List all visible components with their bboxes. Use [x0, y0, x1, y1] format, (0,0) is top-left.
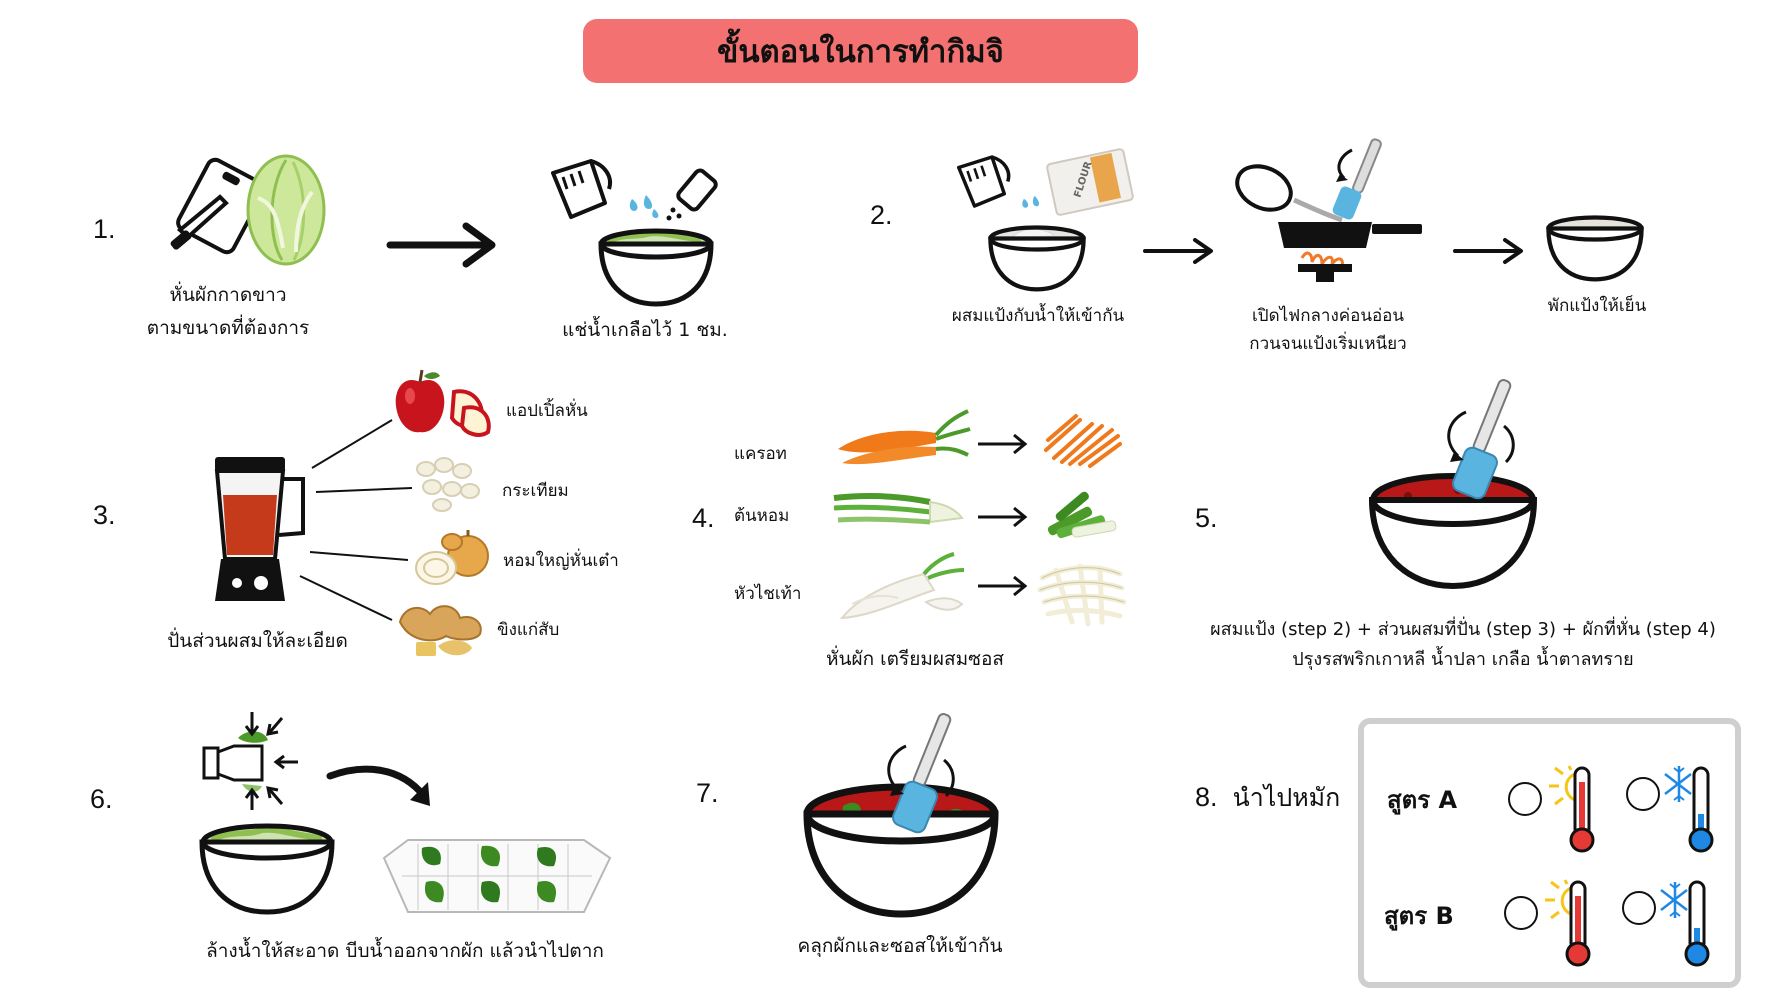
recipe-a-label: สูตร A: [1387, 786, 1458, 814]
salt-shaker-icon: [666, 168, 718, 221]
bowl-icon: [199, 823, 335, 915]
radish-icon: [1037, 563, 1127, 627]
arrow-icon: [978, 575, 1028, 597]
step-8-number: 8.: [1195, 782, 1218, 812]
vegetable-label-carrot: แครอท: [734, 444, 787, 464]
arrow-icon: [386, 222, 496, 268]
vegetable-label-radish: หัวไชเท้า: [734, 584, 802, 604]
step-1-soak-caption: แช่น้ำเกลือไว้ 1 ชม.: [562, 319, 728, 341]
step-5-number: 5.: [1195, 503, 1218, 533]
step-2-mix-caption: ผสมแป้งกับน้ำให้เข้ากัน: [951, 306, 1125, 326]
carrot-icon: [838, 409, 971, 465]
snowflake-icon: [1660, 882, 1688, 918]
arrow-icon: [978, 506, 1028, 528]
radish-icon: [839, 552, 965, 620]
step-2-cool-caption: พักแป้งให้เย็น: [1547, 296, 1647, 316]
spatula-icon: [887, 713, 955, 834]
ginger-icon: [398, 605, 482, 656]
bowl-icon: [988, 225, 1086, 292]
stove-pan-icon: [1235, 138, 1422, 282]
recipe-b-label: สูตร B: [1384, 902, 1454, 930]
water-drops-icon: [629, 195, 659, 218]
step-2-number: 2.: [870, 200, 893, 230]
bowl-icon: [1546, 215, 1644, 282]
step-1-number: 1.: [93, 214, 116, 244]
arrow-icon: [978, 433, 1028, 455]
arrow-icon: [1143, 238, 1213, 264]
title-banner: ขั้นตอนในการทำกิมจิ: [583, 19, 1138, 83]
onion-icon: [415, 530, 489, 585]
step-4-caption: หั่นผัก เตรียมผสมซอส: [825, 648, 1005, 670]
measuring-cup-icon: [551, 159, 612, 219]
sun-icon: [1545, 879, 1572, 920]
page-title: ขั้นตอนในการทำกิมจิ: [717, 34, 1004, 70]
connector-lines: [299, 419, 413, 621]
step-6-caption: ล้างน้ำให้สะอาด บีบน้ำออกจากผัก แล้วนำไป…: [206, 940, 604, 962]
carrot-icon: [1044, 414, 1122, 468]
step-8-heading: 8. นำไปหมัก: [1195, 778, 1340, 818]
garlic-icon: [416, 457, 480, 512]
step-5-caption-line1: ผสมแป้ง (step 2) + ส่วนผสมที่ปั่น (step …: [1210, 619, 1716, 640]
spatula-icon: [1447, 379, 1515, 500]
thermometer-icon: [1688, 766, 1714, 853]
step-2-cook-caption-line1: เปิดไฟกลางค่อนอ่อน: [1251, 306, 1405, 326]
checkbox-circle-icon[interactable]: [1621, 890, 1657, 926]
sun-icon: [1549, 765, 1576, 806]
blender-icon: [214, 457, 305, 601]
checkbox-circle-icon[interactable]: [1625, 776, 1661, 812]
step-3-number: 3.: [93, 500, 116, 530]
drying-rack-icon: [382, 839, 612, 913]
snowflake-icon: [1664, 766, 1692, 802]
bowl-icon: [598, 228, 714, 307]
curved-arrow-icon: [326, 765, 430, 806]
ingredient-label-apple: แอปเปิ้ลหั่น: [506, 401, 588, 421]
water-drops-icon: [1022, 195, 1040, 208]
arrow-icon: [1453, 238, 1523, 264]
step-5-caption-line2: ปรุงรสพริกเกาหลี น้ำปลา เกลือ น้ำตาลทราย: [1292, 649, 1634, 670]
checkbox-circle-icon[interactable]: [1507, 781, 1543, 817]
cabbage-icon: [246, 154, 326, 266]
flour-bag-icon: FLOUR: [1046, 148, 1134, 216]
step-7-number: 7.: [696, 778, 719, 808]
scallion-icon: [1047, 491, 1117, 539]
vegetable-label-scallion: ต้นหอม: [734, 506, 790, 526]
squeeze-hand-icon: [202, 712, 298, 810]
step-1-caption-line2: ตามขนาดที่ต้องการ: [146, 317, 310, 339]
thermometer-icon: [1684, 880, 1710, 967]
fermentation-panel: [1358, 718, 1741, 988]
apple-icon: [395, 369, 491, 437]
ingredient-label-garlic: กระเทียม: [502, 481, 569, 501]
step-7-caption: คลุกผักและซอสให้เข้ากัน: [797, 935, 1003, 957]
bowl-icon: [1368, 473, 1538, 590]
measuring-cup-icon: [957, 155, 1011, 208]
thermometer-icon: [1569, 766, 1595, 853]
ingredient-label-onion: หอมใหญ่หั่นเต๋า: [503, 551, 619, 571]
step-8-caption: นำไปหมัก: [1232, 783, 1341, 812]
step-2-cook-caption-line2: กวนจนแป้งเริ่มเหนียว: [1249, 334, 1407, 354]
step-1-caption-line1: หั่นผักกาดขาว: [169, 284, 287, 306]
checkbox-circle-icon[interactable]: [1503, 895, 1539, 931]
scallion-icon: [833, 492, 964, 525]
ingredient-label-ginger: ขิงแก่สับ: [497, 620, 560, 640]
step-3-caption: ปั่นส่วนผสมให้ละเอียด: [167, 630, 348, 652]
step-6-number: 6.: [90, 784, 113, 814]
step-4-number: 4.: [692, 503, 715, 533]
thermometer-icon: [1565, 880, 1591, 967]
